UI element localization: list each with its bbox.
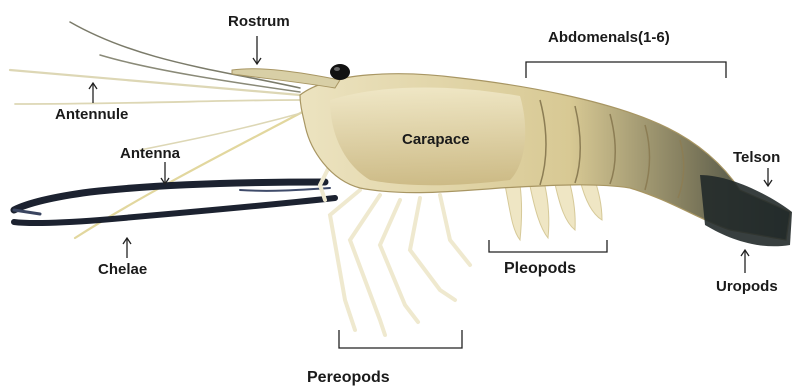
- chelae-label: Chelae: [98, 262, 147, 277]
- pleopods-bracket: [489, 240, 607, 252]
- antenna-label: Antenna: [120, 146, 180, 161]
- telson-label: Telson: [733, 150, 780, 165]
- uropods-label: Uropods: [716, 279, 778, 294]
- rostrum-label: Rostrum: [228, 14, 290, 29]
- eye: [330, 64, 350, 80]
- chelae-claws: [14, 182, 335, 223]
- abdomenals-bracket: [526, 62, 726, 78]
- abdomenals-label: Abdomenals(1-6): [548, 30, 670, 45]
- pereopods-bracket: [339, 330, 462, 348]
- carapace-label: Carapace: [402, 132, 470, 147]
- pleopods-swimmerets: [505, 180, 602, 240]
- tail-fan: [700, 175, 792, 246]
- antennule-label: Antennule: [55, 107, 128, 122]
- pereopods-label: Pereopods: [307, 370, 390, 386]
- pleopods-label: Pleopods: [504, 261, 576, 277]
